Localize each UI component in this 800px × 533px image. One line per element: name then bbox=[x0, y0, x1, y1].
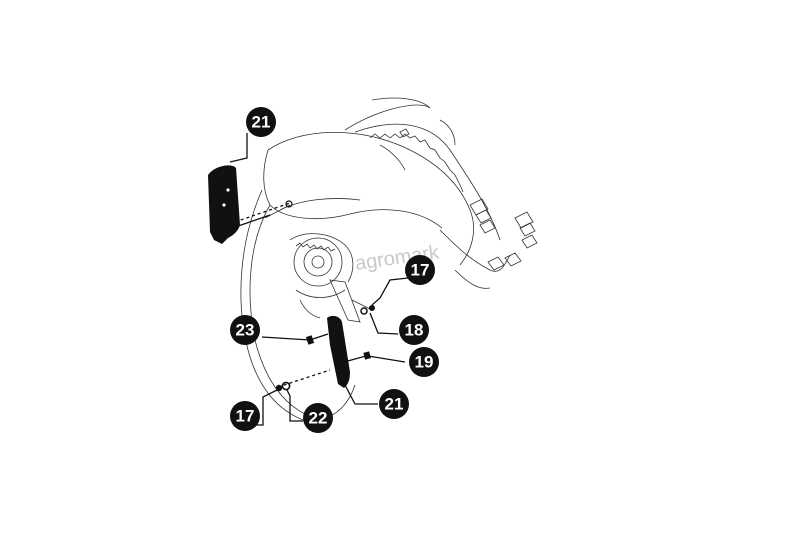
svg-text:18: 18 bbox=[405, 321, 424, 340]
fasteners bbox=[275, 305, 375, 392]
callout-18: 18 bbox=[399, 315, 429, 345]
callout-21-lower: 21 bbox=[379, 389, 409, 419]
svg-text:23: 23 bbox=[236, 321, 255, 340]
svg-text:21: 21 bbox=[252, 113, 271, 132]
callout-19: 19 bbox=[409, 347, 439, 377]
callout-22: 22 bbox=[303, 403, 333, 433]
callout-17-lower: 17 bbox=[230, 401, 260, 431]
callout-17-upper: 17 bbox=[405, 255, 435, 285]
plate-part-21-upper bbox=[208, 165, 293, 244]
svg-text:22: 22 bbox=[309, 409, 328, 428]
plate-part-21-lower bbox=[327, 315, 350, 388]
svg-text:19: 19 bbox=[415, 353, 434, 372]
callout-21-upper: 21 bbox=[246, 107, 276, 137]
callout-23: 23 bbox=[230, 315, 260, 345]
svg-text:17: 17 bbox=[411, 261, 430, 280]
leader-lines bbox=[229, 133, 409, 426]
rotor-housing bbox=[240, 97, 538, 426]
svg-text:21: 21 bbox=[385, 395, 404, 414]
svg-text:17: 17 bbox=[236, 407, 255, 426]
